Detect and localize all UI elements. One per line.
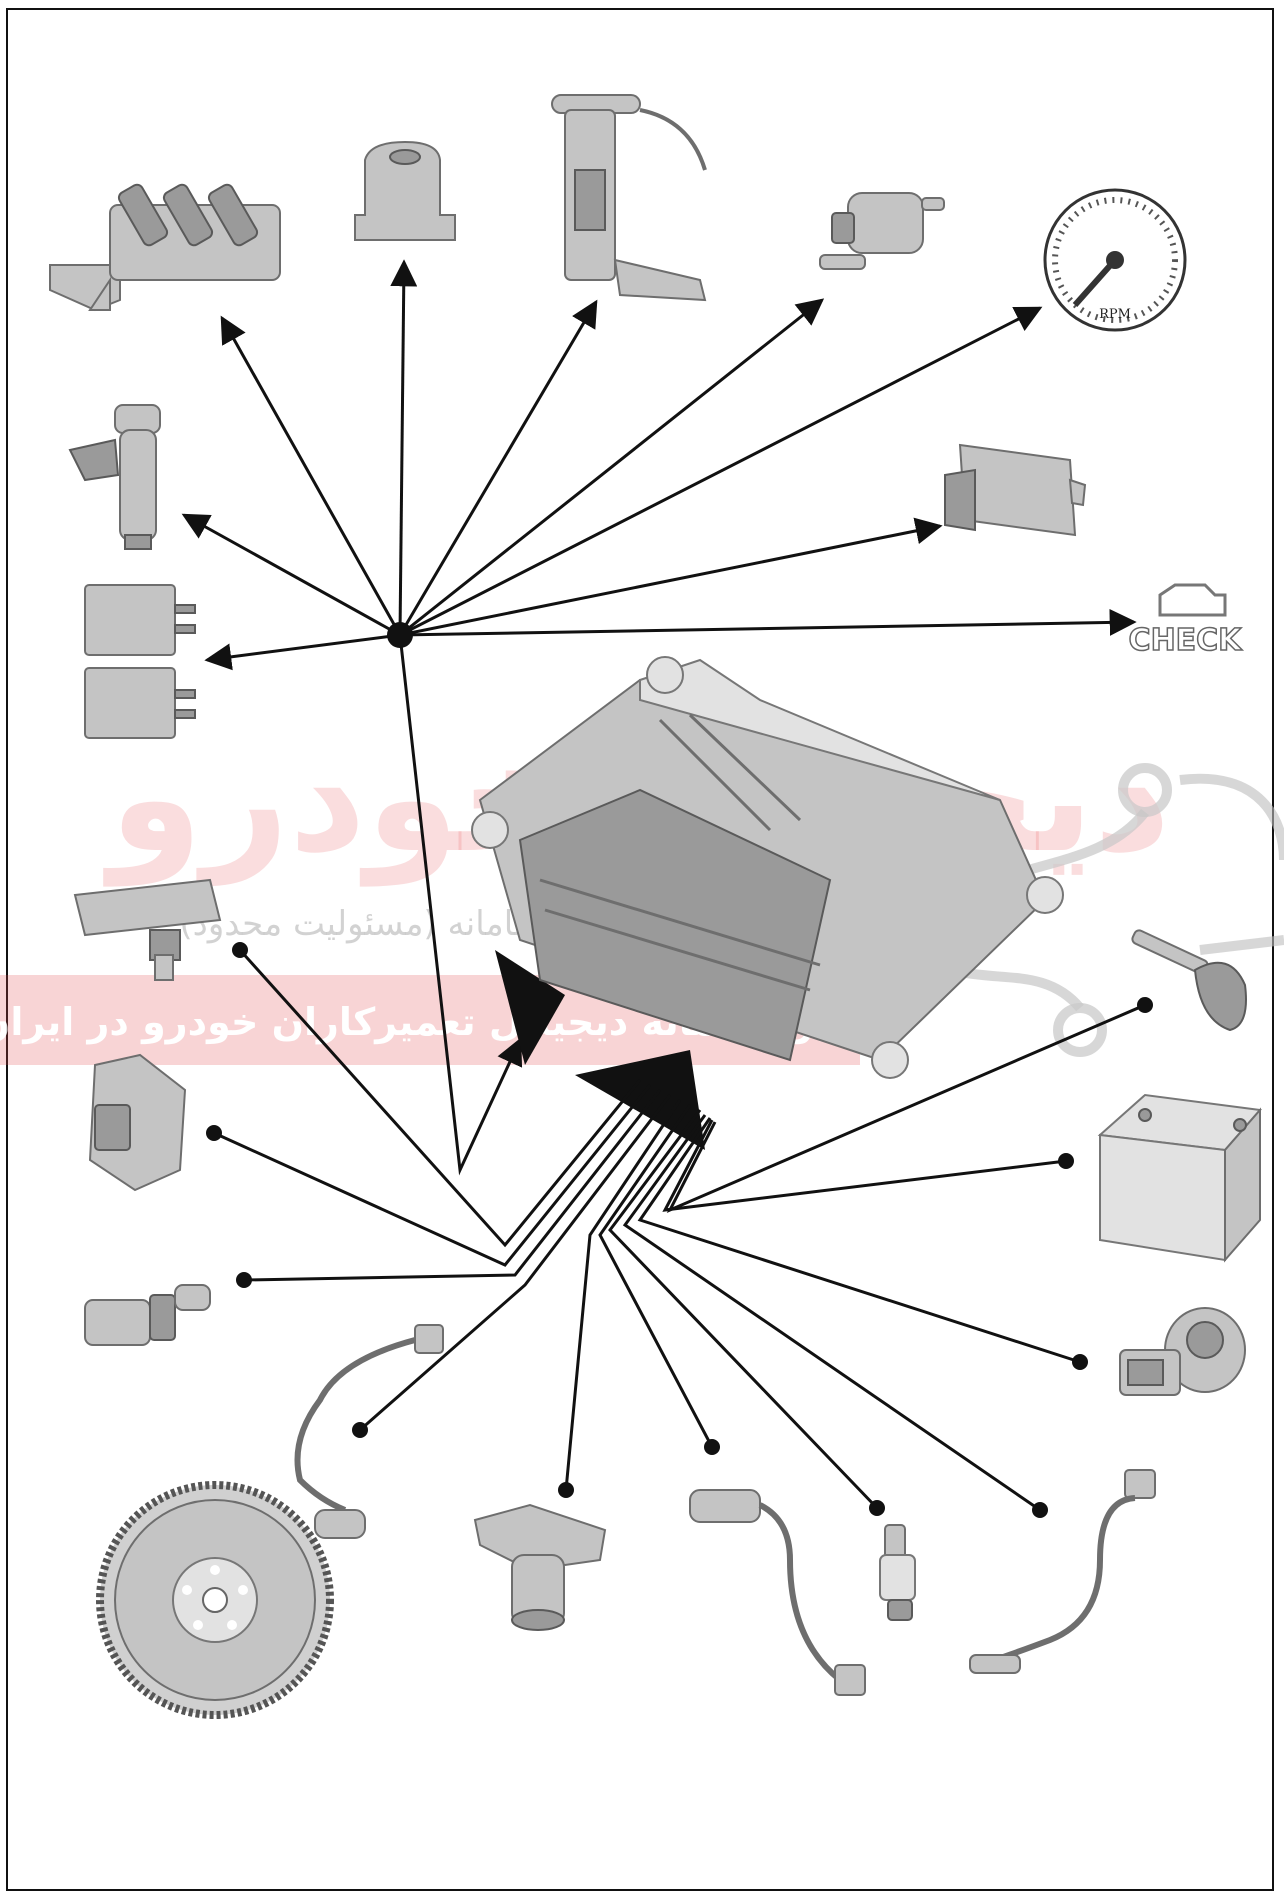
crankshaft-sensor-icon	[298, 1325, 444, 1538]
battery-icon	[1100, 1095, 1260, 1260]
purge-valve-icon	[820, 193, 944, 269]
canister-icon	[355, 142, 455, 240]
tachometer-label: RPM	[1099, 307, 1131, 322]
fuel-injector-icon	[70, 405, 160, 549]
ignition-coil-icon	[50, 183, 280, 310]
flywheel-icon	[100, 1485, 330, 1715]
oil-pressure-switch-icon	[880, 1525, 915, 1620]
oxygen-sensor-icon	[970, 1470, 1155, 1673]
pedal-sensor-icon	[90, 1055, 185, 1190]
check-engine-label: CHECK	[1129, 623, 1244, 658]
relay-box-icon	[945, 445, 1085, 535]
tachometer-icon: RPM	[1045, 190, 1185, 330]
check-engine-icon: CHECK	[1129, 585, 1244, 658]
temperature-sensor-icon	[85, 1285, 210, 1345]
fuel-pump-icon	[552, 95, 705, 300]
throttle-sensor-icon	[690, 1490, 865, 1695]
relay-icon	[85, 585, 195, 738]
junction-node	[387, 622, 413, 648]
knock-sensor-icon	[1120, 1308, 1245, 1395]
camshaft-sensor-icon	[475, 1505, 605, 1630]
